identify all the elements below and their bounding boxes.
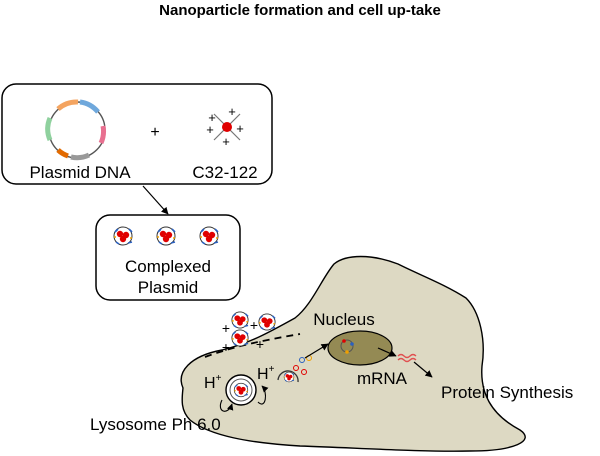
nanoparticle-icon — [156, 226, 176, 246]
nucleus — [327, 330, 393, 366]
proton-arrow-left — [219, 399, 234, 412]
proton-label-right: H+ — [257, 364, 275, 383]
polymer-label: C32-122 — [192, 163, 257, 182]
plus-sign: + — [150, 124, 159, 141]
proton-label-left: H+ — [204, 373, 222, 392]
nucleus-label: Nucleus — [313, 310, 374, 329]
svg-text:+: + — [256, 336, 264, 352]
nanoparticle-cluster: + + + + — [222, 311, 276, 355]
svg-text:+: + — [222, 134, 230, 149]
svg-text:+: + — [250, 317, 258, 333]
transcription-arrow — [377, 347, 397, 357]
proton-arrow-right — [257, 385, 269, 405]
svg-text:+: + — [228, 104, 236, 119]
lysosome-label: Lysosome Ph 6.0 — [90, 415, 221, 434]
nuclear-entry-arrow — [304, 343, 329, 359]
membrane-dashes — [204, 333, 301, 358]
protein-synthesis-label: Protein Synthesis — [441, 383, 573, 402]
translation-arrow — [413, 361, 433, 378]
mrna-icon — [397, 353, 417, 363]
nanoparticle-icon — [113, 226, 133, 246]
mrna-label: mRNA — [357, 369, 408, 388]
complex-label-line2: Plasmid — [138, 278, 198, 297]
plasmid-dna-icon — [45, 99, 107, 161]
polymer-icon: + + + + + — [206, 104, 244, 149]
svg-text:+: + — [222, 320, 230, 336]
nanoparticle-icon — [199, 226, 219, 246]
diagram-title: Nanoparticle formation and cell up-take — [159, 2, 441, 19]
lysosome — [225, 374, 257, 406]
plasmid-dna-label: Plasmid DNA — [29, 163, 131, 182]
inputs-box: + + + + + + Plasmid DNA C32-122 — [1, 83, 273, 185]
svg-text:+: + — [236, 121, 244, 136]
svg-text:+: + — [208, 110, 216, 125]
svg-text:+: + — [222, 339, 230, 355]
complex-box: Complexed Plasmid — [95, 214, 241, 301]
endosomal-escape-icon — [277, 355, 312, 383]
formation-arrow — [142, 185, 169, 215]
svg-text:+: + — [206, 122, 214, 137]
complex-label-line1: Complexed — [125, 257, 211, 276]
nucleus-plasmid-icon — [340, 339, 354, 354]
